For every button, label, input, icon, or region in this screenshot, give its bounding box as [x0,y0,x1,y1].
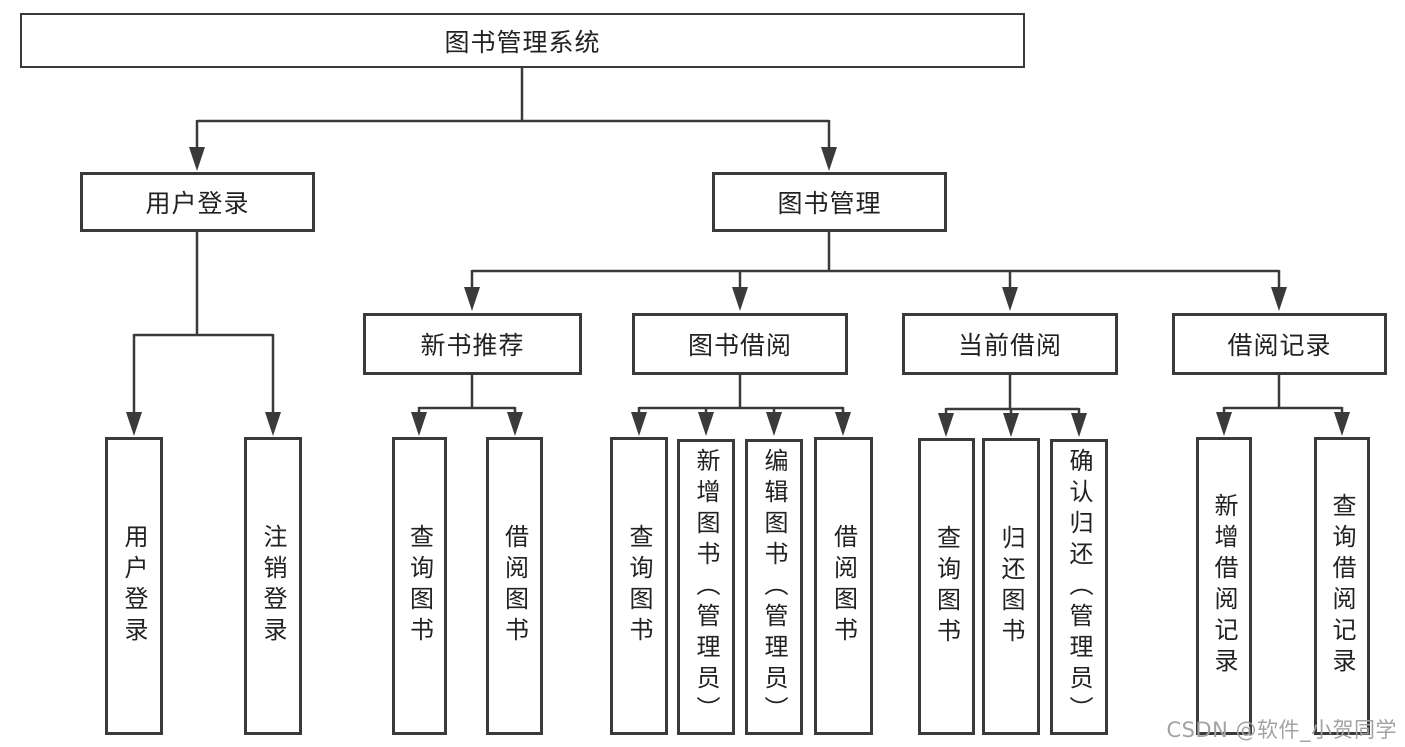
leaf-confirm-return-admin: 确认归还（管理员） [1050,439,1108,735]
node-user-login: 用户登录 [80,172,315,232]
leaf-query-books-current-label: 查询图书 [932,524,961,649]
leaf-logout: 注销登录 [244,437,302,735]
node-root-label: 图书管理系统 [444,27,601,57]
leaf-user-login: 用户登录 [105,437,163,735]
node-new-book-recommend: 新书推荐 [363,313,582,375]
leaf-user-login-label: 用户登录 [120,524,148,648]
node-current-borrow: 当前借阅 [902,313,1118,375]
connector-borrow-records-branch [1216,375,1350,436]
node-book-borrow: 图书借阅 [632,313,848,375]
watermark: CSDN @软件_小贺同学 [1166,718,1397,742]
leaf-logout-label: 注销登录 [259,524,287,648]
connector-book-management-branch [464,232,1287,311]
leaf-query-books-borrow-label: 查询图书 [625,524,653,648]
leaf-edit-book-admin: 编辑图书（管理员） [745,439,803,735]
leaf-return-book: 归还图书 [982,438,1040,735]
leaf-query-books-borrow: 查询图书 [610,437,668,735]
node-book-management: 图书管理 [712,172,947,232]
node-borrow-records: 借阅记录 [1172,313,1387,375]
leaf-borrow-books-borrow-label: 借阅图书 [829,524,858,648]
leaf-query-books-recommend-label: 查询图书 [405,524,434,648]
node-root: 图书管理系统 [20,13,1025,68]
leaf-borrow-books-recommend-label: 借阅图书 [500,524,529,648]
leaf-add-borrow-record-label: 新增借阅记录 [1210,493,1238,679]
node-current-borrow-label: 当前借阅 [957,331,1062,360]
connector-user-login-branch [126,232,281,436]
node-user-login-label: 用户登录 [145,189,250,218]
leaf-confirm-return-admin-label: 确认归还（管理员） [1065,447,1093,727]
leaf-query-books-current: 查询图书 [918,438,975,735]
connector-new-book-recommend-branch [411,375,523,436]
leaf-add-book-admin-label: 新增图书（管理员） [692,447,720,727]
node-book-management-label: 图书管理 [777,189,882,218]
leaf-return-book-label: 归还图书 [997,524,1025,649]
leaf-query-books-recommend: 查询图书 [392,437,447,735]
leaf-borrow-books-recommend: 借阅图书 [486,437,543,735]
leaf-borrow-books-borrow: 借阅图书 [814,437,873,735]
node-new-book-recommend-label: 新书推荐 [420,331,525,360]
connector-root-to-level2 [189,68,837,171]
connector-book-borrow-branch [631,375,851,436]
leaf-add-borrow-record: 新增借阅记录 [1196,437,1252,735]
leaf-query-borrow-record: 查询借阅记录 [1314,437,1370,735]
leaf-query-borrow-record-label: 查询借阅记录 [1328,493,1356,679]
leaf-edit-book-admin-label: 编辑图书（管理员） [760,447,788,727]
connector-current-borrow-branch [938,375,1087,437]
node-book-borrow-label: 图书借阅 [687,331,792,360]
leaf-add-book-admin: 新增图书（管理员） [677,439,735,735]
node-borrow-records-label: 借阅记录 [1227,331,1332,360]
